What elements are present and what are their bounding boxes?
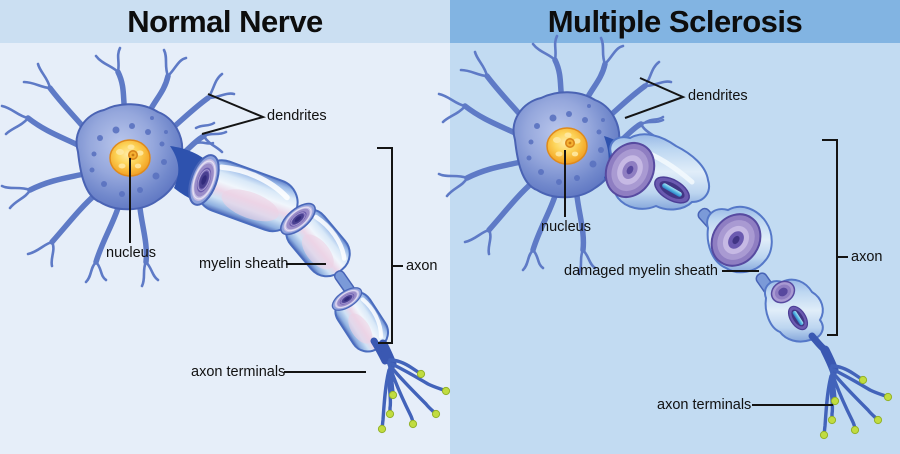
label-axon-normal: axon (406, 258, 438, 274)
axon-bracket-ms (822, 139, 848, 336)
damaged-myelin-segment (764, 278, 824, 343)
ms-neuron (439, 36, 892, 439)
multiple-sclerosis-panel (450, 0, 900, 454)
dendrites-pointer-ms (624, 77, 686, 119)
label-nucleus-normal: nucleus (106, 245, 156, 261)
damaged-myelin-rosette (770, 280, 796, 304)
damaged-myelin-rosette (710, 213, 762, 267)
panel-header-normal-nerve: Normal Nerve (0, 0, 450, 43)
myelin-segment (274, 197, 351, 278)
page-title: Multiple Sclerosis (547, 3, 803, 39)
label-axon-terminals-ms: axon terminals (657, 397, 752, 413)
axon-terminals-shape (820, 350, 891, 439)
normal-neuron (2, 48, 450, 433)
axon-terminals-shape (378, 344, 449, 433)
exposed-axon (787, 305, 809, 331)
page-title: Normal Nerve (127, 3, 323, 39)
myelin-segment (182, 150, 299, 233)
normal-nerve-panel (0, 0, 450, 454)
leader-lines (129, 77, 848, 406)
label-myelin-sheath-ms: damaged myelin sheath (564, 263, 718, 279)
exposed-axon (654, 176, 690, 204)
label-dendrites-ms: dendrites (688, 88, 748, 104)
label-axon-ms: axon (851, 249, 883, 265)
dendrites-pointer-normal (201, 93, 267, 135)
axon-bracket-normal (377, 147, 403, 344)
damaged-myelin-segment (604, 133, 710, 211)
label-dendrites-normal: dendrites (267, 108, 327, 124)
label-nucleus-ms: nucleus (541, 219, 591, 235)
panel-header-multiple-sclerosis: Multiple Sclerosis (450, 0, 900, 43)
label-myelin-sheath-normal: myelin sheath (199, 256, 289, 272)
damaged-myelin-segment (706, 205, 773, 274)
damaged-myelin-rosette (604, 142, 656, 198)
label-axon-terminals-normal: axon terminals (191, 364, 286, 380)
